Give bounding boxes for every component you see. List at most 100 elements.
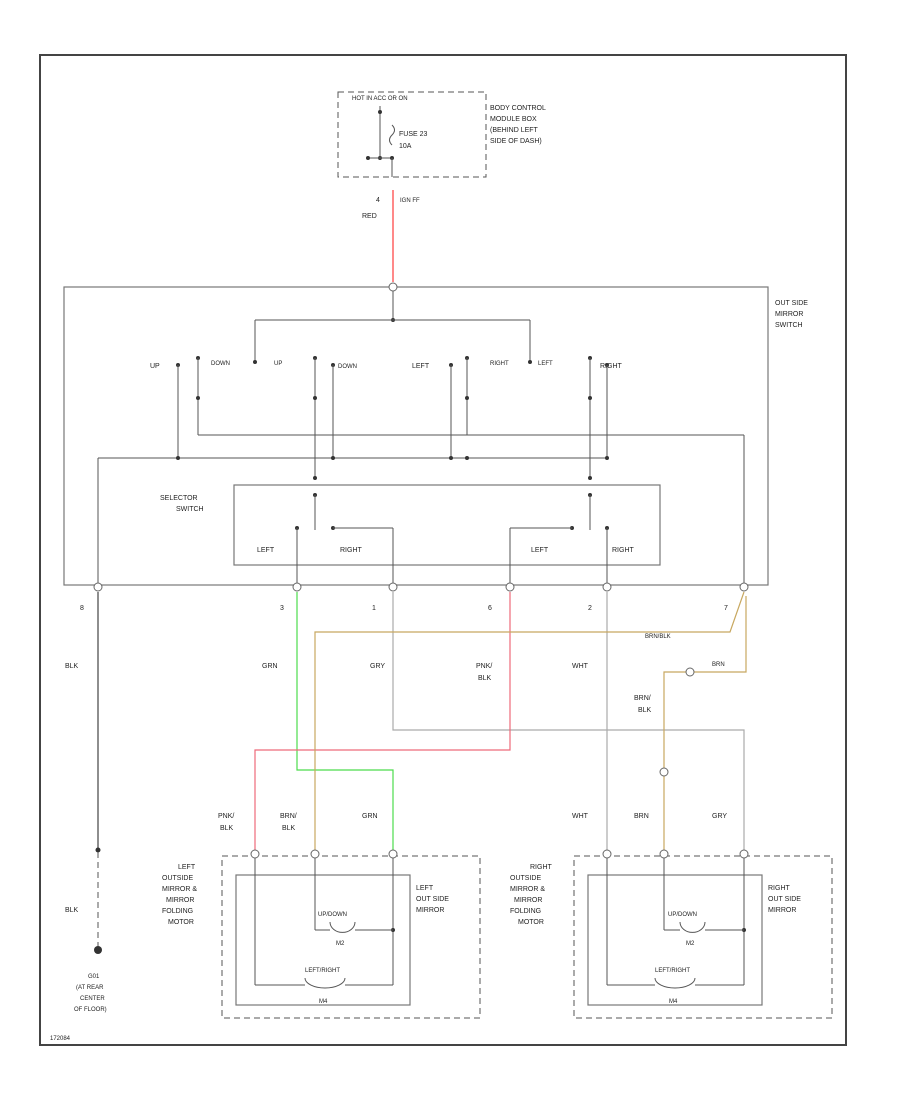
svg-text:RIGHT: RIGHT bbox=[612, 547, 635, 554]
left-leftright-motor bbox=[304, 977, 346, 989]
svg-text:7: 7 bbox=[724, 605, 728, 612]
svg-text:RIGHT: RIGHT bbox=[600, 363, 623, 370]
left-updown-motor bbox=[329, 921, 356, 933]
svg-text:UP/DOWN: UP/DOWN bbox=[668, 912, 697, 918]
svg-text:DOWN: DOWN bbox=[211, 361, 230, 367]
svg-text:LEFT: LEFT bbox=[178, 864, 196, 871]
wire-brn-blk-label: BRN/BLK bbox=[645, 634, 671, 640]
wire-brn bbox=[663, 596, 747, 850]
wire-brn-label: BRN bbox=[712, 662, 725, 668]
svg-text:GRY: GRY bbox=[712, 813, 727, 820]
selector-switch: SELECTOR SWITCH LEFT RIGHT LEFT RIGHT bbox=[160, 484, 661, 585]
svg-text:UP: UP bbox=[274, 361, 282, 367]
svg-text:6: 6 bbox=[488, 605, 492, 612]
svg-text:MIRROR: MIRROR bbox=[166, 897, 194, 904]
wire-brn-blk bbox=[314, 591, 745, 850]
svg-text:3: 3 bbox=[280, 605, 284, 612]
bcm-label: BODY CONTROL MODULE BOX (BEHIND LEFT SID… bbox=[490, 105, 546, 145]
bcm-pin-number: 4 bbox=[376, 197, 380, 204]
svg-text:UP/DOWN: UP/DOWN bbox=[318, 912, 347, 918]
svg-text:LEFT: LEFT bbox=[257, 547, 275, 554]
ground: BLK G01 (AT REAR CENTER OF FLOOR) bbox=[65, 847, 107, 1013]
svg-text:8: 8 bbox=[80, 605, 84, 612]
svg-text:OUT SIDE: OUT SIDE bbox=[768, 896, 801, 903]
svg-text:SWITCH: SWITCH bbox=[775, 322, 803, 329]
svg-text:G01: G01 bbox=[88, 974, 100, 980]
svg-text:LEFT: LEFT bbox=[412, 363, 430, 370]
right-leftright-motor bbox=[654, 977, 696, 989]
svg-text:RIGHT: RIGHT bbox=[768, 885, 791, 892]
wire-gry bbox=[392, 592, 745, 850]
wire-brn-blk2-label-2: BLK bbox=[638, 707, 652, 714]
fuse-header: HOT IN ACC OR ON bbox=[352, 96, 408, 102]
svg-text:LEFT: LEFT bbox=[531, 547, 549, 554]
svg-text:SWITCH: SWITCH bbox=[176, 506, 204, 513]
wire-grn bbox=[296, 592, 394, 850]
fuse-label: FUSE 23 bbox=[399, 131, 428, 138]
svg-text:BRN/: BRN/ bbox=[280, 813, 297, 820]
svg-text:PNK/: PNK/ bbox=[218, 813, 234, 820]
switch-pins: 8 3 1 6 2 7 bbox=[80, 582, 749, 612]
svg-text:BLK: BLK bbox=[282, 825, 296, 832]
svg-text:RIGHT: RIGHT bbox=[530, 864, 553, 871]
svg-text:LEFT: LEFT bbox=[416, 885, 434, 892]
splice-connector bbox=[685, 667, 695, 677]
svg-text:MIRROR: MIRROR bbox=[775, 311, 803, 318]
svg-text:BRN: BRN bbox=[634, 813, 649, 820]
svg-text:MOTOR: MOTOR bbox=[168, 919, 194, 926]
svg-text:FOLDING: FOLDING bbox=[162, 908, 193, 915]
svg-text:BODY CONTROL: BODY CONTROL bbox=[490, 105, 546, 112]
svg-text:MIRROR: MIRROR bbox=[768, 907, 796, 914]
bcm-fuse-box: HOT IN ACC OR ON FUSE 23 10A bbox=[337, 91, 487, 178]
svg-text:(BEHIND LEFT: (BEHIND LEFT bbox=[490, 127, 539, 134]
svg-text:OUT SIDE: OUT SIDE bbox=[775, 300, 808, 307]
svg-text:M4: M4 bbox=[319, 999, 328, 1005]
right-mirror-assembly: WHT BRN GRY RIGHT OUTSIDE MIRROR & MIRRO… bbox=[510, 813, 833, 1019]
inline-connector bbox=[659, 767, 669, 777]
diagram-code: 172084 bbox=[50, 1036, 71, 1042]
outside-mirror-switch: OUT SIDE MIRROR SWITCH UP DOWN UP DOWN L… bbox=[63, 282, 808, 586]
bcm-pin-label: IGN FF bbox=[400, 198, 420, 204]
svg-text:SELECTOR: SELECTOR bbox=[160, 495, 198, 502]
svg-text:MIRROR: MIRROR bbox=[514, 897, 542, 904]
wire-brn-blk2-label-1: BRN/ bbox=[634, 695, 651, 702]
svg-text:OF FLOOR): OF FLOOR) bbox=[74, 1007, 107, 1013]
svg-text:(AT REAR: (AT REAR bbox=[76, 985, 104, 991]
fuse-symbol bbox=[389, 124, 395, 146]
svg-text:OUT SIDE: OUT SIDE bbox=[416, 896, 449, 903]
left-mirror-assembly: PNK/ BLK BRN/ BLK GRN LEFT OUTSIDE MIRRO… bbox=[162, 813, 481, 1019]
svg-text:2: 2 bbox=[588, 605, 592, 612]
svg-text:CENTER: CENTER bbox=[80, 996, 105, 1002]
svg-text:OUTSIDE: OUTSIDE bbox=[510, 875, 541, 882]
svg-text:BLK: BLK bbox=[220, 825, 234, 832]
svg-text:SIDE OF DASH): SIDE OF DASH) bbox=[490, 138, 542, 145]
wire-blk-label: BLK bbox=[65, 663, 79, 670]
wire-wht-label: WHT bbox=[572, 663, 589, 670]
svg-text:LEFT/RIGHT: LEFT/RIGHT bbox=[655, 968, 690, 974]
svg-text:M2: M2 bbox=[336, 941, 345, 947]
svg-text:LEFT: LEFT bbox=[538, 361, 553, 367]
right-updown-motor bbox=[679, 921, 706, 933]
fuse-amp: 10A bbox=[399, 143, 412, 150]
svg-text:MOTOR: MOTOR bbox=[518, 919, 544, 926]
wire-pnk-blk-label-1: PNK/ bbox=[476, 663, 492, 670]
wire-gry-label: GRY bbox=[370, 663, 385, 670]
wire-pnk-blk bbox=[254, 592, 511, 850]
wire-pnk-blk-label-2: BLK bbox=[478, 675, 492, 682]
svg-text:LEFT/RIGHT: LEFT/RIGHT bbox=[305, 968, 340, 974]
svg-text:BLK: BLK bbox=[65, 907, 79, 914]
diagram-frame bbox=[39, 54, 847, 1046]
svg-text:OUTSIDE: OUTSIDE bbox=[162, 875, 193, 882]
wire-grn-label: GRN bbox=[262, 663, 278, 670]
svg-text:DOWN: DOWN bbox=[338, 364, 357, 370]
svg-text:MIRROR &: MIRROR & bbox=[510, 886, 545, 893]
wire-red-label: RED bbox=[362, 213, 377, 220]
svg-text:FOLDING: FOLDING bbox=[510, 908, 541, 915]
svg-text:MIRROR &: MIRROR & bbox=[162, 886, 197, 893]
svg-text:RIGHT: RIGHT bbox=[490, 361, 509, 367]
svg-text:GRN: GRN bbox=[362, 813, 378, 820]
svg-text:MIRROR: MIRROR bbox=[416, 907, 444, 914]
svg-text:M4: M4 bbox=[669, 999, 678, 1005]
svg-text:WHT: WHT bbox=[572, 813, 589, 820]
